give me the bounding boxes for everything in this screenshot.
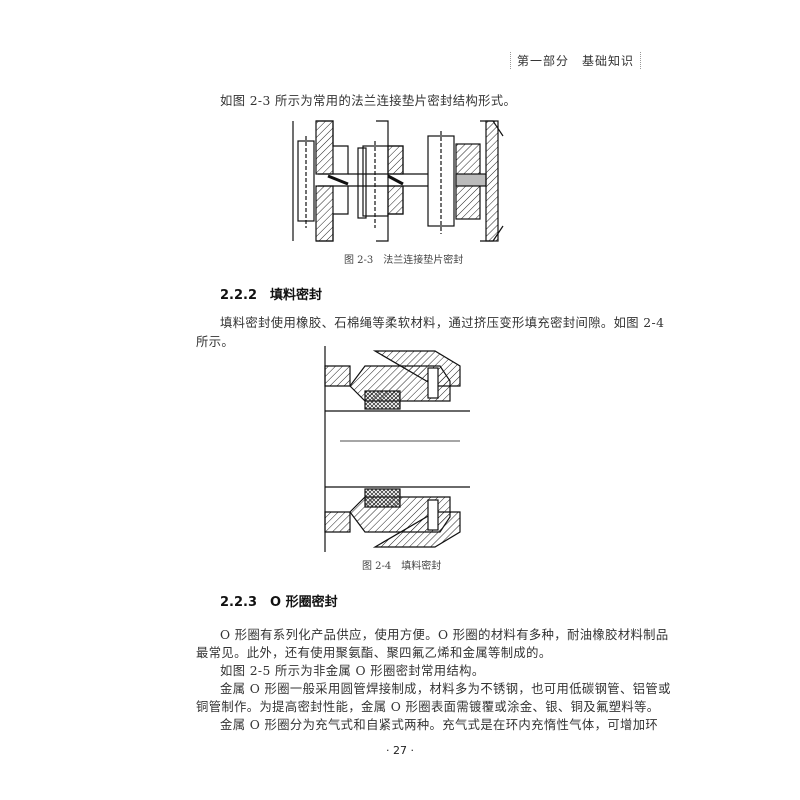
figure-2-3-flange-gasket-drawing (292, 120, 504, 242)
paragraph-line: O 形圈有系列化产品供应，使用方便。O 形圈的材料有多种，耐油橡胶材料制品 (220, 628, 669, 642)
paragraph-line: 金属 O 形圈分为充气式和自紧式两种。充气式是在环内充惰性气体，可增加环 (220, 718, 659, 732)
paragraph-line: 所示。 (196, 335, 235, 349)
paragraph-line: 铜管制作。为提高密封性能，金属 O 形圈表面需镀覆或涂金、银、铜及氟塑料等。 (196, 700, 660, 714)
paragraph-line: 如图 2-5 所示为非金属 O 形圈密封常用结构。 (220, 664, 485, 678)
paragraph-line: 金属 O 形圈一般采用圆管焊接制成，材料多为不锈钢，也可用低碳钢管、铝管或 (220, 682, 671, 696)
paragraph-line: 填料密封使用橡胶、石棉绳等柔软材料，通过挤压变形填充密封间隙。如图 2-4 (220, 316, 665, 330)
figure-2-4-caption: 图 2-4 填料密封 (362, 561, 442, 572)
page-number: · 27 · (386, 744, 414, 757)
figure-2-4-packing-seal-drawing (324, 346, 470, 552)
paragraph-line: 最常见。此外，还有使用聚氨酯、聚四氟乙烯和金属等制成的。 (196, 646, 552, 660)
running-header: 第一部分 基础知识 (510, 52, 642, 69)
section-heading-2-2-3: 2.2.3 O 形圈密封 (220, 595, 338, 610)
intro-paragraph: 如图 2-3 所示为常用的法兰连接垫片密封结构形式。 (220, 94, 517, 108)
figure-2-3-caption: 图 2-3 法兰连接垫片密封 (344, 255, 464, 266)
section-heading-2-2-2: 2.2.2 填料密封 (220, 288, 323, 303)
